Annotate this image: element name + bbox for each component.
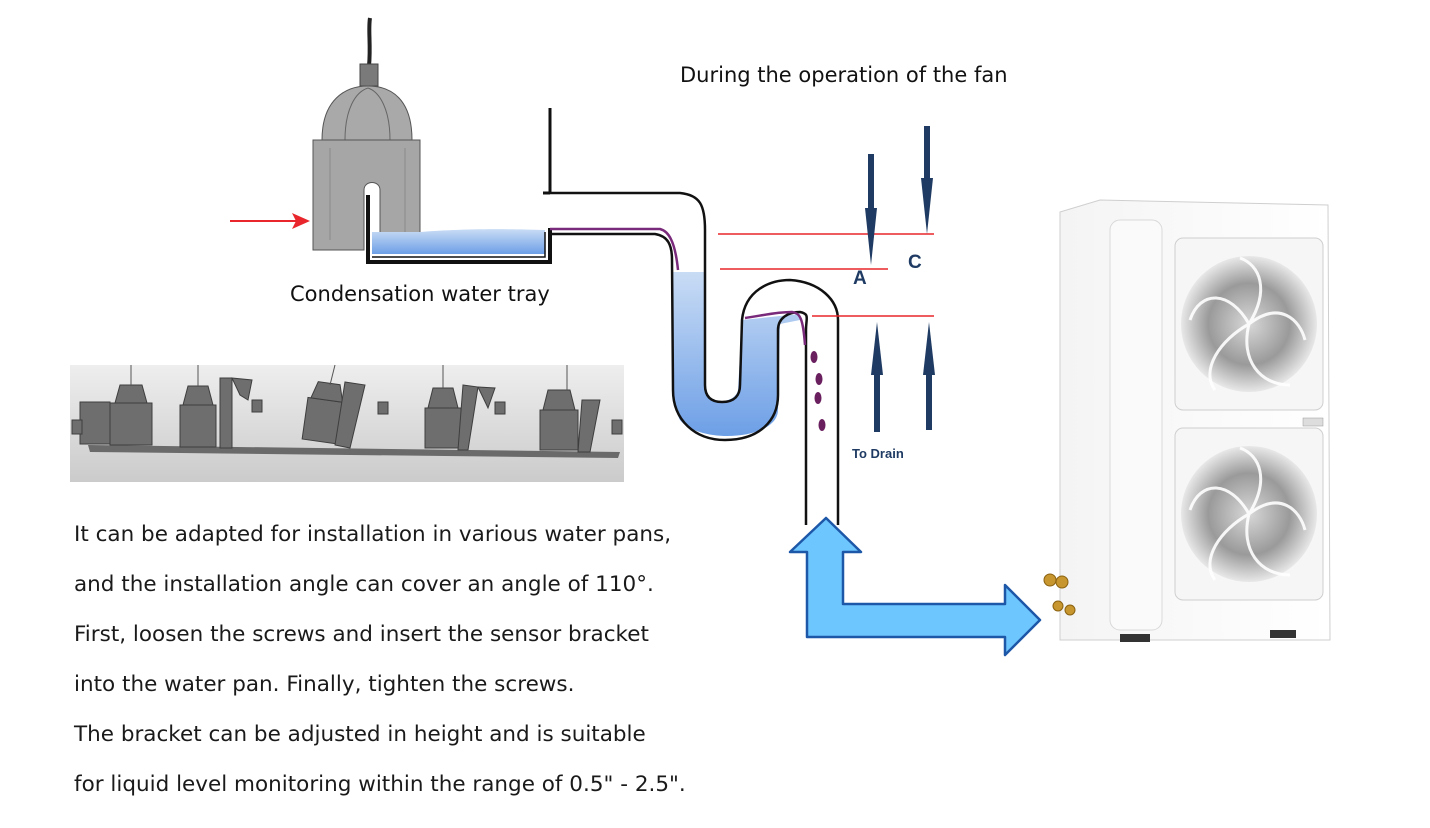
- description-line: into the water pan. Finally, tighten the…: [74, 672, 575, 697]
- fan-grille-top: [1174, 237, 1324, 411]
- residue-trace: [744, 310, 807, 346]
- droplet: [815, 373, 823, 385]
- description-line: First, loosen the screws and insert the …: [74, 622, 649, 647]
- description-text: It can be adapted for installation in va…: [74, 510, 686, 810]
- residue-trace: [550, 227, 680, 271]
- description-line: for liquid level monitoring within the r…: [74, 772, 686, 797]
- droplet: [814, 392, 822, 404]
- level-lines: [718, 233, 934, 317]
- diagram-title: During the operation of the fan: [680, 63, 1008, 87]
- level-sensor: [312, 17, 421, 251]
- fan-grille-bottom: [1174, 427, 1324, 601]
- level-label-a: A: [853, 268, 867, 289]
- sensor-cable: [367, 17, 372, 67]
- sensor-connector: [359, 63, 379, 87]
- down-arrow-c: [921, 126, 933, 234]
- description-line: and the installation angle can cover an …: [74, 572, 654, 597]
- sensor-dome: [321, 85, 413, 141]
- sensor-pointer-arrow: [230, 213, 310, 229]
- droplet: [818, 419, 826, 431]
- outdoor-ac-unit: [1043, 199, 1331, 642]
- tray-water: [372, 229, 545, 254]
- down-arrow-a: [865, 154, 877, 265]
- p-trap-pipe: [543, 108, 840, 525]
- description-line: It can be adapted for installation in va…: [74, 522, 672, 547]
- up-arrow-left: [871, 322, 883, 432]
- drain-label: To Drain: [852, 446, 904, 461]
- up-arrow-right: [923, 322, 935, 430]
- droplet: [810, 351, 818, 363]
- condensation-tray: [366, 195, 552, 264]
- tray-label: Condensation water tray: [290, 282, 550, 306]
- bracket-angles-image: [70, 364, 624, 482]
- flow-arrow: [788, 516, 1042, 657]
- trap-water: [672, 272, 800, 437]
- level-label-c: C: [908, 252, 922, 273]
- pipe-valves: [1043, 573, 1076, 616]
- description-line: The bracket can be adjusted in height an…: [74, 722, 646, 747]
